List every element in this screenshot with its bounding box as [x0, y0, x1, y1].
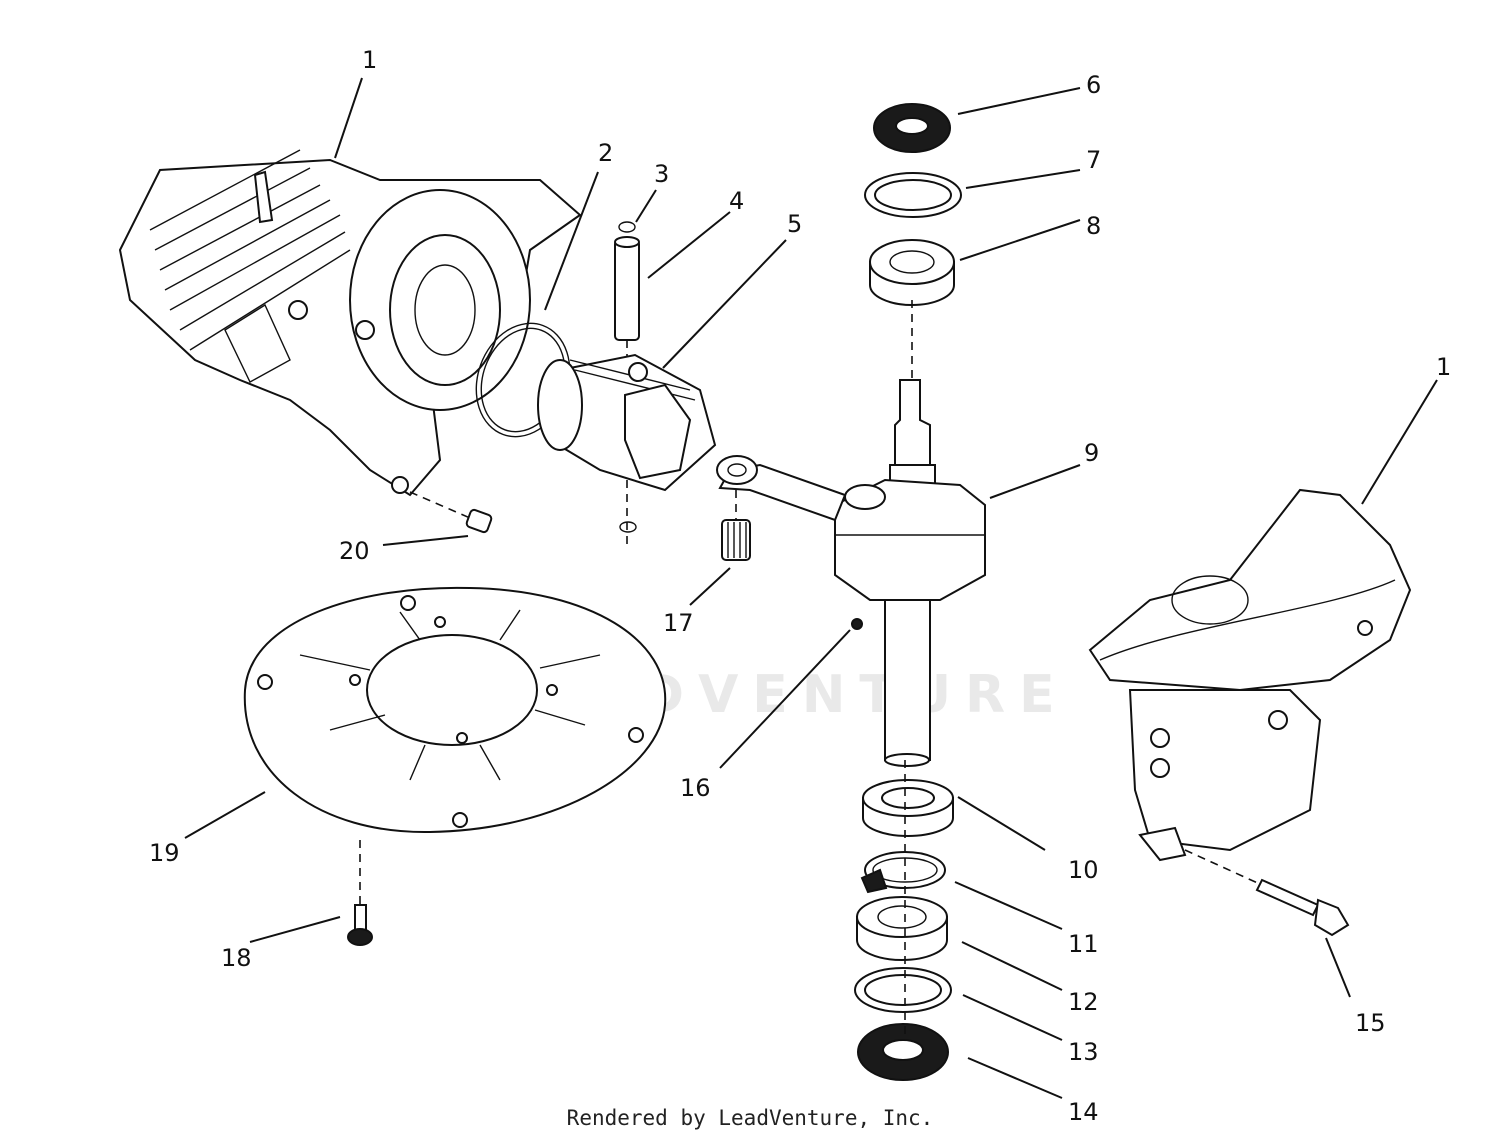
callout-20: 20: [339, 537, 370, 565]
piston: [537, 353, 717, 492]
callout-8: 8: [1086, 212, 1101, 240]
crankshaft: [716, 379, 986, 767]
callout-6: 6: [1086, 71, 1101, 99]
flange-screw: [347, 840, 373, 946]
callout-10: 10: [1068, 856, 1099, 884]
callout-18: 18: [221, 944, 252, 972]
callout-14: 14: [1068, 1098, 1099, 1126]
callout-labels: 1 2 3 4 5 6 7 8 9 1 10 11 12 13 14 15 16…: [149, 46, 1451, 1126]
crankcase-bolt: [1184, 849, 1350, 937]
callout-19: 19: [149, 839, 180, 867]
lower-retaining-ring: [854, 967, 952, 1013]
callout-4: 4: [729, 187, 744, 215]
ball: [851, 618, 863, 630]
crankcase-half: [1088, 488, 1412, 862]
dowel-pin: [409, 491, 493, 534]
footer-credit: Rendered by LeadVenture, Inc.: [566, 1106, 934, 1130]
callout-17: 17: [663, 609, 694, 637]
callout-15: 15: [1355, 1009, 1386, 1037]
callout-12: 12: [1068, 988, 1099, 1016]
callout-5: 5: [787, 210, 802, 238]
callout-11: 11: [1068, 930, 1099, 958]
upper-oil-seal: [873, 103, 951, 153]
callout-2: 2: [598, 139, 613, 167]
lower-retaining-clip: [860, 851, 946, 894]
callout-9: 9: [1084, 439, 1099, 467]
lower-bearing: [856, 896, 948, 961]
callout-1-case: 1: [1436, 353, 1451, 381]
callout-16: 16: [680, 774, 711, 802]
mounting-flange: [243, 586, 667, 834]
engine-block: [118, 149, 582, 497]
lower-thrust-washer: [862, 779, 954, 837]
upper-retaining-ring: [864, 172, 962, 218]
callout-7: 7: [1086, 146, 1101, 174]
callout-3: 3: [654, 160, 669, 188]
callout-13: 13: [1068, 1038, 1099, 1066]
upper-bearing: [869, 239, 955, 306]
needle-bearing: [721, 490, 751, 561]
lower-oil-seal: [857, 1023, 949, 1081]
leader-lines: [184, 77, 1438, 1099]
callout-1-block: 1: [362, 46, 377, 74]
piston-pin-clips: [618, 221, 637, 533]
